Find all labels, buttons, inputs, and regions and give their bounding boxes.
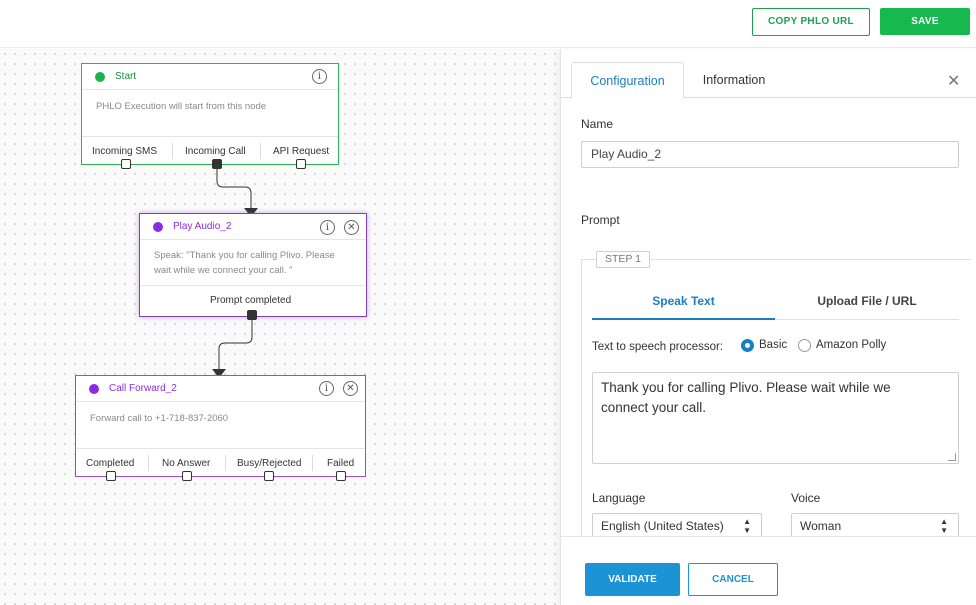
- radio-amazon-polly[interactable]: [798, 339, 811, 352]
- panel-tabs: Configuration Information ✕: [561, 49, 976, 99]
- port-handle-api-request[interactable]: [296, 159, 306, 169]
- port-handle-prompt-completed[interactable]: [247, 310, 257, 320]
- info-icon[interactable]: i: [312, 69, 327, 84]
- tab-speak-text[interactable]: Speak Text: [592, 287, 775, 320]
- close-icon[interactable]: ✕: [947, 71, 961, 90]
- node-title: Play Audio_2: [173, 221, 232, 232]
- node-header: Call Forward_2 i ✕: [76, 376, 365, 402]
- node-description: Forward call to +1-718-837-2060: [90, 413, 229, 424]
- node-title: Start: [115, 71, 137, 82]
- status-dot: [89, 384, 99, 394]
- port-divider: [312, 455, 313, 471]
- node-description: PHLO Execution will start from this node: [96, 101, 267, 112]
- radio-basic-label: Basic: [759, 339, 788, 351]
- port-label-api-request: API Request: [273, 146, 330, 157]
- node-ports: Incoming SMS Incoming Call API Request: [82, 136, 338, 169]
- node-title: Call Forward_2: [109, 383, 177, 394]
- radio-basic[interactable]: [741, 339, 754, 352]
- delete-icon[interactable]: ✕: [344, 220, 359, 235]
- call-forward-node[interactable]: Call Forward_2 i ✕ Forward call to +1-71…: [75, 375, 366, 481]
- step-container: [581, 259, 971, 559]
- port-label-incoming-sms: Incoming SMS: [92, 146, 158, 157]
- info-icon[interactable]: i: [319, 381, 334, 396]
- port-handle-completed[interactable]: [106, 471, 116, 481]
- delete-icon[interactable]: ✕: [343, 381, 358, 396]
- node-description: Speak: "Thank you for calling Plivo. Ple…: [154, 248, 354, 278]
- validate-button[interactable]: VALIDATE: [585, 563, 680, 596]
- config-panel: Configuration Information ✕ Name Play Au…: [560, 49, 976, 605]
- flow-canvas[interactable]: Start i PHLO Execution will start from t…: [0, 49, 560, 605]
- cancel-button[interactable]: CANCEL: [688, 563, 778, 596]
- port-label-busy-rejected: Busy/Rejected: [237, 458, 302, 469]
- connector-start-to-play: [216, 165, 252, 209]
- port-handle-busy-rejected[interactable]: [264, 471, 274, 481]
- port-label-failed: Failed: [327, 458, 355, 469]
- select-arrows-icon: ▲▼: [940, 517, 948, 535]
- speak-text-line: connect your call.: [601, 400, 707, 415]
- connector-play-to-forward: [218, 317, 253, 371]
- play-audio-node[interactable]: Play Audio_2 i ✕ Speak: "Thank you for c…: [139, 213, 367, 320]
- tab-upload-file-url[interactable]: Upload File / URL: [817, 294, 917, 308]
- port-handle-incoming-sms[interactable]: [121, 159, 131, 169]
- node-description-line: Speak: "Thank you for calling Plivo. Ple…: [154, 250, 335, 261]
- port-divider: [148, 455, 149, 471]
- prompt-source-tabs: Speak Text Upload File / URL: [592, 287, 959, 320]
- info-icon[interactable]: i: [320, 220, 335, 235]
- prompt-label: Prompt: [581, 213, 620, 227]
- status-dot: [95, 72, 105, 82]
- node-header: Start i: [82, 64, 338, 90]
- node-description-line: wait while we connect your call. ": [154, 265, 293, 276]
- voice-select-value: Woman: [800, 519, 842, 533]
- name-input[interactable]: Play Audio_2: [581, 141, 959, 168]
- save-button[interactable]: SAVE: [880, 8, 970, 35]
- copy-phlo-url-button[interactable]: COPY PHLO URL: [752, 8, 870, 36]
- port-label-incoming-call: Incoming Call: [185, 146, 246, 157]
- node-ports: Completed No Answer Busy/Rejected Failed: [76, 448, 365, 481]
- speak-text-input[interactable]: Thank you for calling Plivo. Please wait…: [592, 372, 959, 464]
- port-divider: [225, 455, 226, 471]
- step-badge: STEP 1: [596, 251, 650, 268]
- language-label: Language: [592, 491, 646, 505]
- port-divider: [260, 143, 261, 159]
- port-handle-failed[interactable]: [336, 471, 346, 481]
- panel-footer: VALIDATE CANCEL: [561, 536, 976, 605]
- radio-amazon-polly-label: Amazon Polly: [816, 339, 887, 351]
- speak-text-line: Thank you for calling Plivo. Please wait…: [601, 380, 891, 395]
- port-divider: [172, 143, 173, 159]
- top-toolbar: COPY PHLO URL SAVE: [0, 0, 976, 48]
- port-handle-no-answer[interactable]: [182, 471, 192, 481]
- language-select-value: English (United States): [601, 519, 724, 533]
- voice-label: Voice: [791, 491, 821, 505]
- select-arrows-icon: ▲▼: [743, 517, 751, 535]
- status-dot: [153, 222, 163, 232]
- port-label-completed: Completed: [86, 458, 135, 469]
- tab-information[interactable]: Information: [702, 73, 766, 87]
- node-ports: Prompt completed: [140, 285, 366, 320]
- start-node[interactable]: Start i PHLO Execution will start from t…: [81, 63, 339, 169]
- name-label: Name: [581, 117, 614, 131]
- tts-processor-label: Text to speech processor:: [592, 341, 724, 353]
- port-label-prompt-completed: Prompt completed: [210, 295, 292, 306]
- tab-configuration[interactable]: Configuration: [571, 62, 684, 99]
- resize-handle-icon[interactable]: [948, 453, 956, 461]
- port-label-no-answer: No Answer: [162, 458, 211, 469]
- port-handle-incoming-call[interactable]: [212, 159, 222, 169]
- node-header: Play Audio_2 i ✕: [140, 214, 366, 240]
